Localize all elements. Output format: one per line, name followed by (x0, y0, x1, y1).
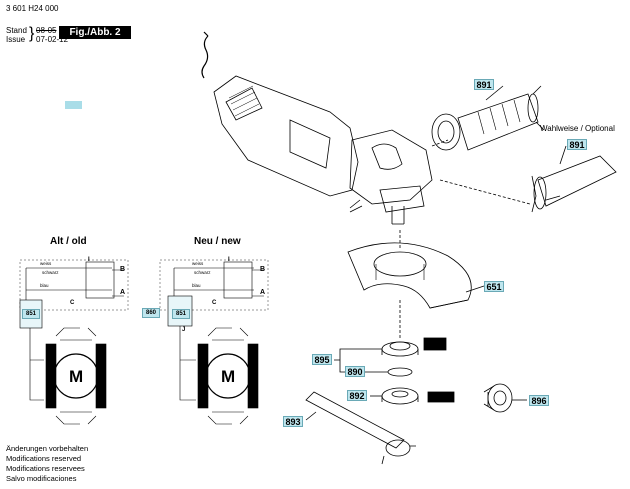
circuit-old (19, 259, 129, 425)
terminal-b-new: B (260, 266, 266, 273)
highlight-marker (65, 101, 82, 109)
footer-line-es: Salvo modificaciones (6, 474, 77, 483)
footer-line-fr: Modifications reservees (6, 464, 85, 473)
component-860-new: 860 (142, 308, 160, 318)
motor-new: M (221, 367, 236, 386)
footer-notes: Änderungen vorbehalten Modifications res… (6, 444, 88, 484)
switch-panel (289, 119, 331, 169)
component-851-old: 851 (22, 309, 40, 319)
part-number: 3 601 H24 000 (6, 4, 59, 13)
callout-890: 890 (345, 366, 365, 377)
contact-c-new: C (212, 300, 217, 306)
optional-label: Wahlweise / Optional (540, 124, 615, 133)
circuit-new (159, 259, 269, 425)
motor-old: M (69, 367, 84, 386)
side-handle-top (431, 85, 545, 151)
contact-i-old: I (88, 257, 90, 263)
wire-blue-old: blau (40, 283, 49, 288)
o-ring-890 (387, 367, 413, 377)
callout-895: 895 (312, 354, 332, 365)
power-cord (201, 35, 209, 79)
gear-head (349, 129, 433, 205)
callout-891-top: 891 (474, 79, 494, 90)
bracket-glyph: } (29, 25, 35, 42)
stand-date: 08-05 (36, 26, 57, 35)
wire-white-old: weiss (40, 261, 52, 266)
clamp-nut-892 (381, 387, 419, 405)
wire-blue-new: blau (192, 283, 201, 288)
wire-white-new: weiss (192, 261, 204, 266)
vent-slots (225, 87, 263, 121)
footer-line-en: Modifications reserved (6, 454, 82, 463)
tool-icon-a (423, 337, 447, 351)
wire-black-new: schwarz (194, 270, 211, 275)
spindle (391, 206, 405, 225)
callout-893: 893 (283, 416, 303, 427)
contact-i-new: I (228, 257, 230, 263)
circuit-new-title: Neu / new (194, 236, 241, 247)
callout-651: 651 (484, 281, 504, 292)
issue-date: 07-02-12 (36, 35, 69, 44)
issue-label: Issue (6, 35, 26, 44)
contact-c-old: C (70, 300, 75, 306)
callout-892: 892 (347, 390, 367, 401)
component-851-new: 851 (172, 309, 190, 319)
terminal-a-old: A (120, 289, 126, 296)
callout-891-bottom: 891 (567, 139, 587, 150)
side-handle-bottom (531, 155, 617, 213)
grinder-body (213, 75, 359, 197)
stand-label: Stand (6, 26, 27, 35)
terminal-a-new: A (260, 289, 266, 296)
figure-label: Fig./Abb. 2 (59, 26, 131, 39)
quick-nut-896 (483, 383, 513, 413)
footer-line-de: Änderungen vorbehalten (6, 444, 89, 453)
spanner-893 (305, 391, 416, 465)
wheel-guard (347, 230, 472, 309)
terminal-b-old: B (120, 266, 126, 273)
callout-896: 896 (529, 395, 549, 406)
contact-j-new: J (182, 327, 186, 333)
spindle-lock (371, 143, 403, 170)
wire-black-old: schwarz (42, 270, 59, 275)
flange-895 (381, 300, 419, 357)
circuit-old-title: Alt / old (50, 236, 87, 247)
tool-icon-b (427, 391, 455, 403)
